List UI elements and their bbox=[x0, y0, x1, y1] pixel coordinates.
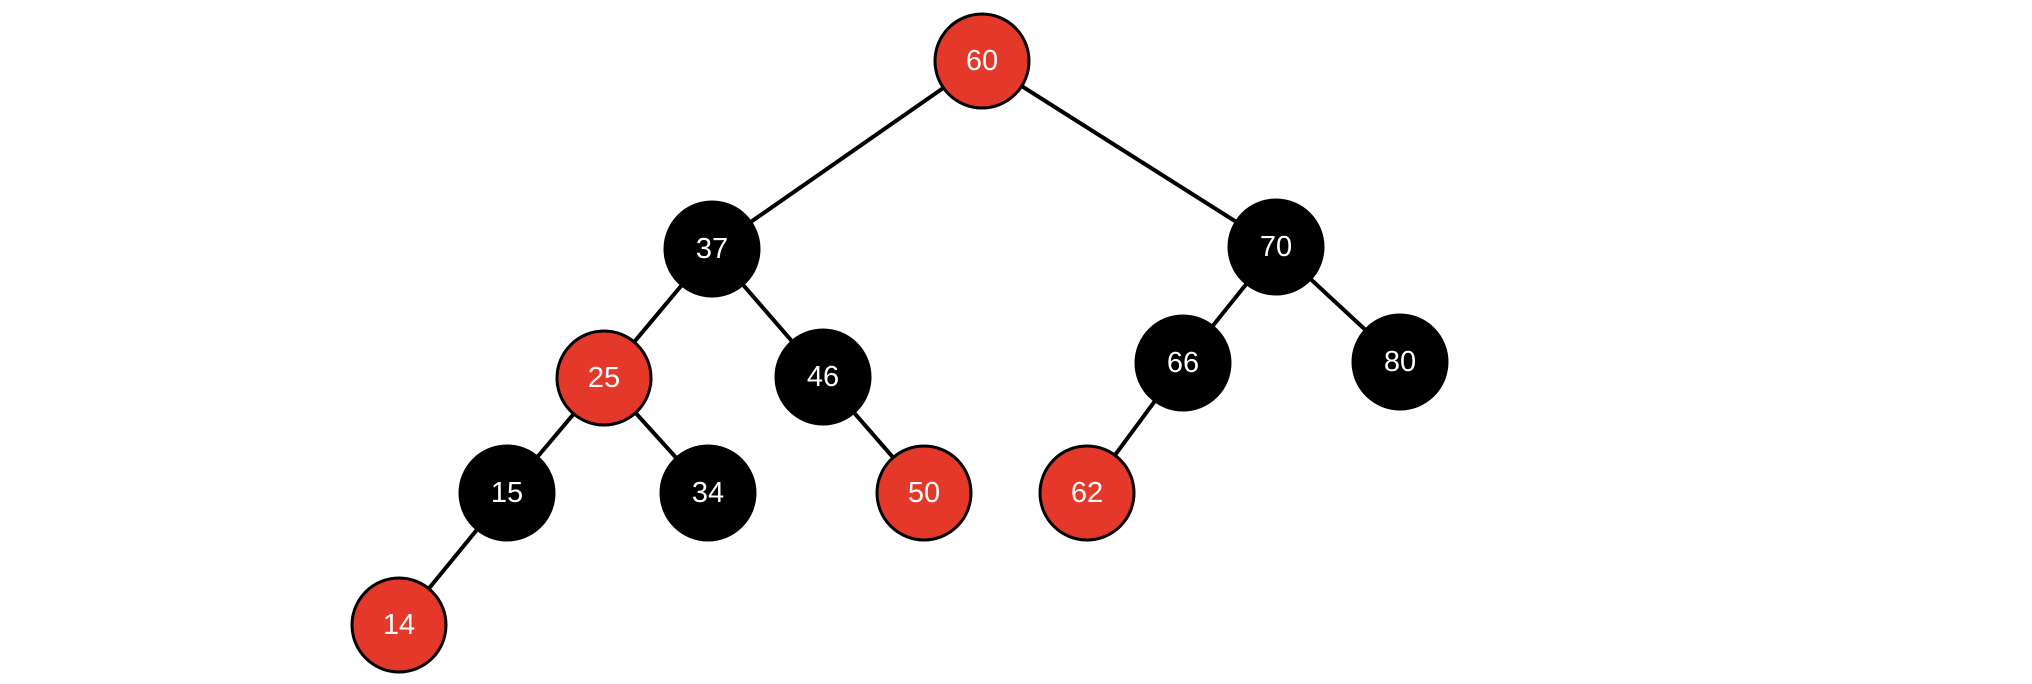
tree-node-label-46: 46 bbox=[807, 361, 839, 393]
tree-edge-60-70 bbox=[980, 59, 1278, 249]
tree-node-label-80: 80 bbox=[1384, 346, 1416, 378]
tree-node-37: 37 bbox=[663, 200, 761, 298]
tree-node-62: 62 bbox=[1038, 444, 1136, 542]
tree-node-circle-25 bbox=[555, 329, 653, 427]
tree-node-label-37: 37 bbox=[696, 233, 728, 265]
tree-node-label-25: 25 bbox=[588, 362, 620, 394]
tree-node-25: 25 bbox=[555, 329, 653, 427]
tree-node-circle-37 bbox=[663, 200, 761, 298]
tree-node-circle-62 bbox=[1038, 444, 1136, 542]
tree-node-46: 46 bbox=[774, 328, 872, 426]
tree-node-circle-34 bbox=[659, 444, 757, 542]
tree-node-label-50: 50 bbox=[908, 477, 940, 509]
nodes-layer: 60 37 70 25 46 66 80 15 34 50 62 14 bbox=[350, 12, 1449, 674]
edges-layer bbox=[397, 59, 1402, 627]
tree-node-14: 14 bbox=[350, 576, 448, 674]
tree-node-label-70: 70 bbox=[1260, 231, 1292, 263]
tree-node-circle-80 bbox=[1351, 313, 1449, 411]
tree-node-circle-66 bbox=[1134, 314, 1232, 412]
tree-node-circle-60 bbox=[933, 12, 1031, 110]
tree-node-70: 70 bbox=[1227, 198, 1325, 296]
tree-node-label-15: 15 bbox=[491, 477, 523, 509]
tree-node-circle-14 bbox=[350, 576, 448, 674]
tree-node-50: 50 bbox=[875, 444, 973, 542]
tree-node-label-14: 14 bbox=[383, 609, 415, 641]
tree-node-label-60: 60 bbox=[966, 45, 998, 77]
tree-node-80: 80 bbox=[1351, 313, 1449, 411]
tree-node-66: 66 bbox=[1134, 314, 1232, 412]
tree-node-circle-46 bbox=[774, 328, 872, 426]
tree-node-label-34: 34 bbox=[692, 477, 724, 509]
tree-node-34: 34 bbox=[659, 444, 757, 542]
tree-node-circle-70 bbox=[1227, 198, 1325, 296]
tree-edge-60-37 bbox=[710, 59, 984, 251]
tree-node-15: 15 bbox=[458, 444, 556, 542]
tree-node-circle-50 bbox=[875, 444, 973, 542]
tree-node-label-66: 66 bbox=[1167, 347, 1199, 379]
tree-node-label-62: 62 bbox=[1071, 477, 1103, 509]
tree-node-circle-15 bbox=[458, 444, 556, 542]
tree-node-60: 60 bbox=[933, 12, 1031, 110]
